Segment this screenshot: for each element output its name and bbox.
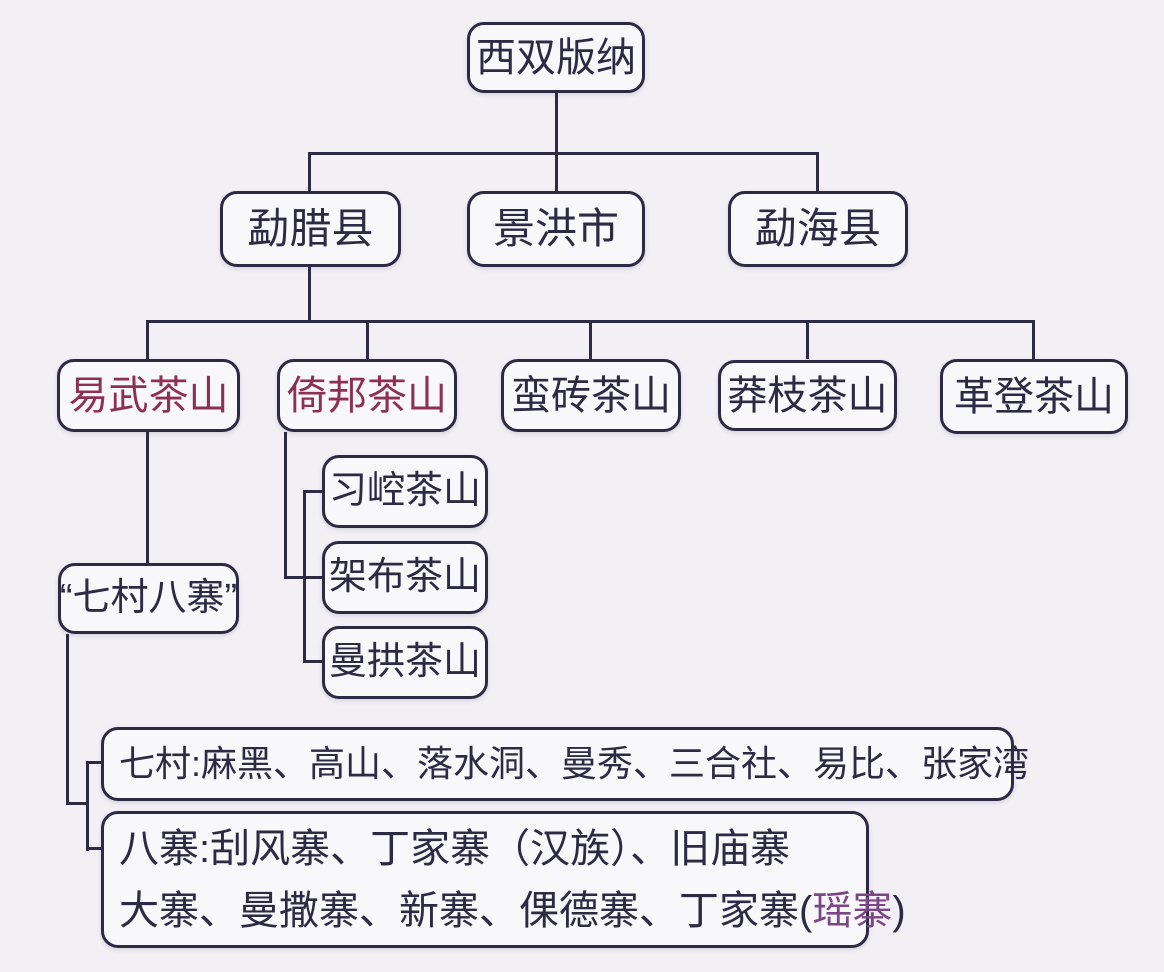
connector-mengla-drop [308, 267, 311, 320]
node-jinghong-city: 景洪市 [467, 191, 645, 267]
node-label: 易武茶山 [68, 373, 229, 418]
node-label: 七村:麻黑、高山、落水洞、曼秀、三合社、易比、张家湾 [119, 743, 1030, 785]
connector-yibang-stub [366, 320, 369, 359]
eight-stockades-line2-main: 大寨、曼撒寨、新寨、倮德寨、丁家寨( [119, 888, 813, 933]
connector-yibang-bracket [303, 490, 306, 662]
node-label: “七村八寨” [59, 576, 238, 619]
connector-seven-villages-branch [86, 761, 101, 764]
node-manzhuan-tea-mountain: 蛮砖茶山 [501, 359, 681, 432]
connector-qcbz-elbow [66, 802, 89, 805]
node-label: 习崆茶山 [328, 469, 481, 512]
connector-yibang-drop [284, 432, 287, 579]
node-mangong-tea-mountain: 曼拱茶山 [322, 626, 488, 699]
node-jiabu-tea-mountain: 架布茶山 [322, 541, 488, 614]
node-menghai-county: 勐海县 [728, 191, 908, 267]
connector-eight-stockades-branch [86, 847, 101, 850]
node-label: 莽枝茶山 [727, 373, 888, 418]
node-label: 蛮砖茶山 [511, 373, 671, 418]
node-mengla-county: 勐腊县 [220, 191, 401, 267]
connector-yiwu-stub [146, 320, 149, 359]
connector-mangzhi-stub [806, 320, 809, 359]
connector-qcbz-drop [66, 634, 69, 805]
node-mangzhi-tea-mountain: 莽枝茶山 [718, 360, 897, 431]
eight-stockades-line2: 大寨、曼撒寨、新寨、倮德寨、丁家寨(瑶寨) [119, 888, 906, 934]
connector-root-drop [555, 93, 558, 191]
connector-xikong-branch [303, 490, 322, 493]
node-label: 勐腊县 [247, 204, 374, 252]
connector-lists-bracket [86, 761, 89, 851]
node-label: 西双版纳 [476, 35, 636, 80]
eight-stockades-line2-close: ) [892, 888, 906, 933]
eight-stockades-line1: 八寨:刮风寨、丁家寨（汉族）、旧庙寨 [119, 826, 791, 871]
node-xikong-tea-mountain: 习崆茶山 [322, 455, 488, 528]
node-gedeng-tea-mountain: 革登茶山 [940, 359, 1128, 434]
connector-mangong-branch [303, 660, 322, 663]
connector-mengla-stub [308, 152, 311, 191]
node-seven-villages-list: 七村:麻黑、高山、落水洞、曼秀、三合社、易比、张家湾 [101, 727, 1029, 801]
node-yibang-tea-mountain: 倚邦茶山 [277, 359, 457, 432]
node-label: 景洪市 [492, 204, 619, 252]
connector-yiwu-drop [146, 432, 149, 563]
node-yiwu-tea-mountain: 易武茶山 [57, 359, 240, 432]
node-xishuangbanna: 西双版纳 [467, 22, 645, 93]
connector-counties-bus [308, 152, 819, 155]
connector-gedeng-stub [1032, 320, 1035, 359]
node-label: 革登茶山 [954, 374, 1114, 419]
node-label: 曼拱茶山 [328, 640, 481, 683]
node-eight-stockades-list: 八寨:刮风寨、丁家寨（汉族）、旧庙寨 大寨、曼撒寨、新寨、倮德寨、丁家寨(瑶寨) [101, 811, 906, 948]
node-seven-villages-eight-stockades: “七村八寨” [58, 563, 239, 634]
node-label: 勐海县 [754, 204, 881, 252]
connector-menghai-stub [816, 152, 819, 191]
connector-manzhuan-stub [589, 320, 592, 359]
eight-stockades-line2-highlight: 瑶寨 [812, 888, 893, 933]
node-label: 架布茶山 [328, 555, 481, 598]
node-label: 倚邦茶山 [287, 373, 447, 418]
